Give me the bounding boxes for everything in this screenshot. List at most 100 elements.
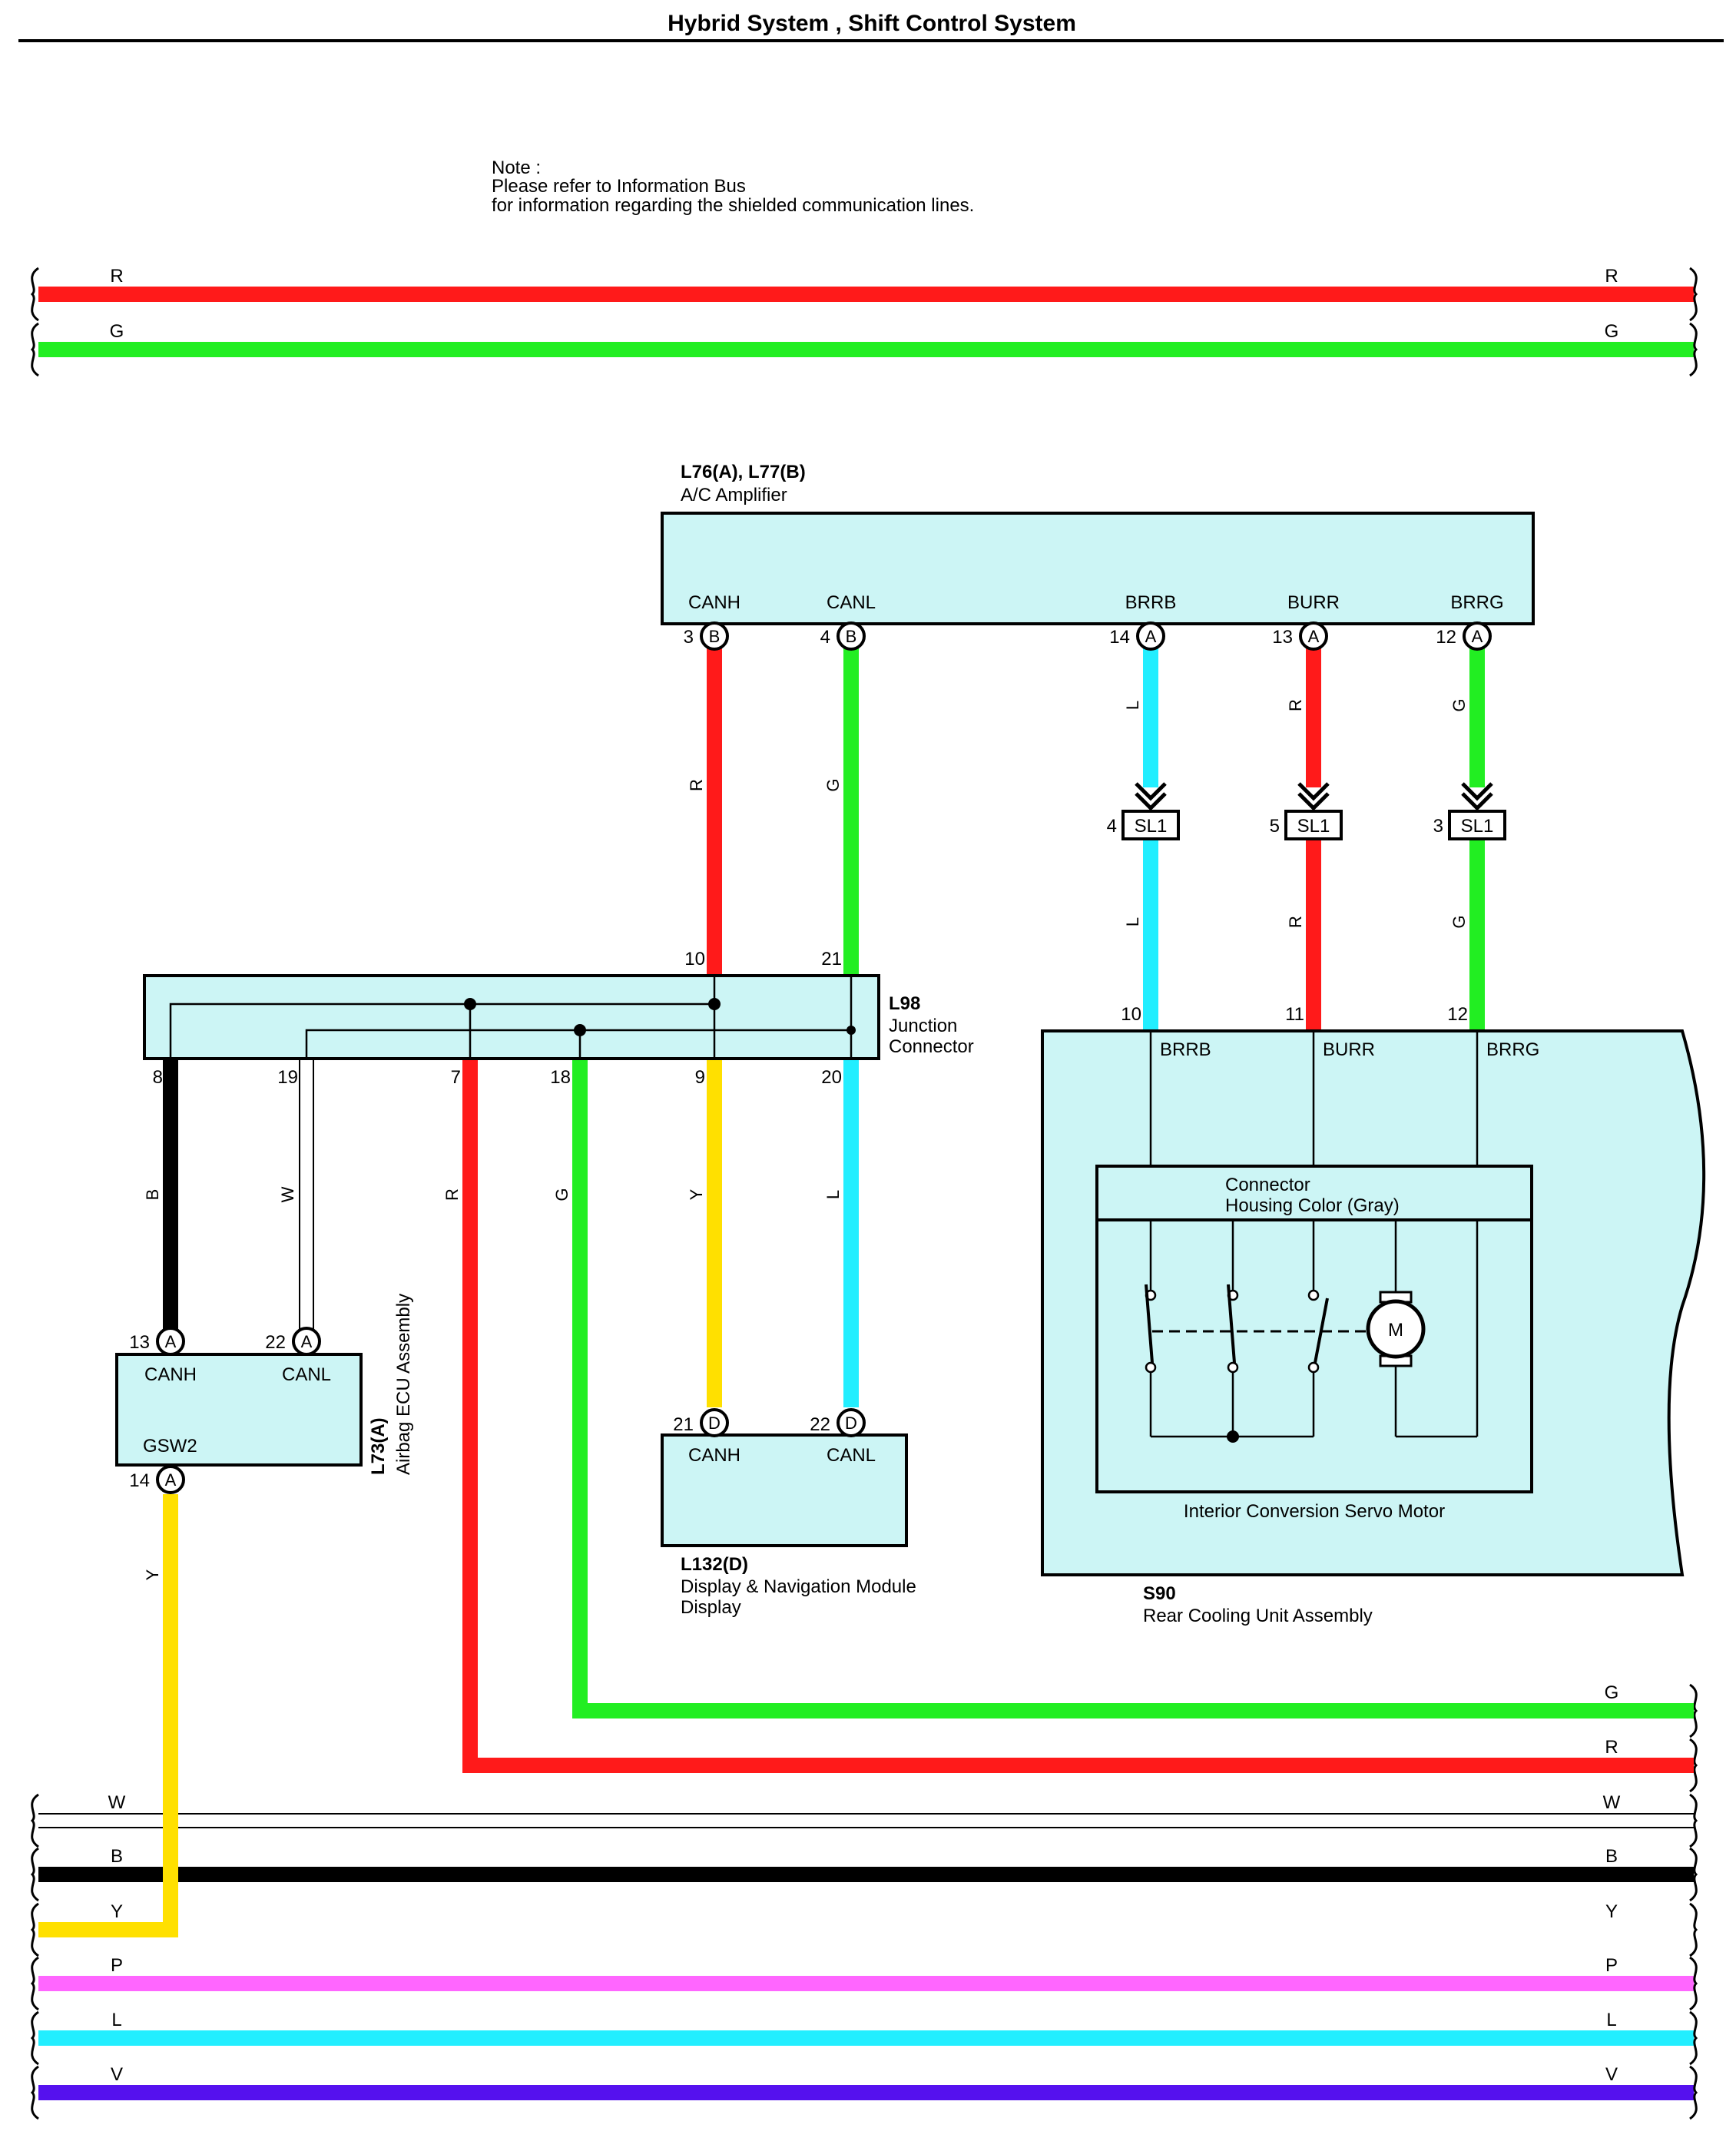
wire-y-airbag-bus	[38, 1494, 178, 1937]
bus-code-right: P	[1605, 1955, 1618, 1976]
terminal-label: BURR	[1287, 592, 1340, 613]
pin-number: 20	[821, 1067, 842, 1088]
junction-path-canh	[169, 976, 716, 1059]
connector-code: D	[845, 1414, 857, 1433]
sl1-label: SL1	[1135, 816, 1168, 837]
bus-code-left: W	[108, 1792, 126, 1813]
pin-number: 4	[820, 627, 830, 648]
airbag-ecu: 13 A CANH 22 A CANL GSW2 14 A L73(A) Air…	[115, 1294, 414, 1494]
terminal-label: CANH	[688, 1445, 740, 1466]
housing-label: Housing Color (Gray)	[1225, 1195, 1400, 1216]
bus-line-g: G	[1605, 1682, 1698, 1738]
junction-connector: 10 21 8 19 7 18 9 20 L98 Junction Connec…	[143, 949, 974, 1088]
wire-codes: R G L R G L R G B W R G Y L Y	[143, 698, 1469, 1580]
bus-break-mark	[30, 1847, 39, 1902]
pin-number: 14	[1109, 627, 1130, 648]
page-title: Hybrid System , Shift Control System	[668, 11, 1076, 36]
chevron-down-icon	[1135, 792, 1167, 811]
bus-code-right: V	[1605, 2064, 1618, 2085]
connector-code: B	[709, 627, 721, 646]
bus-code-right: L	[1606, 2010, 1616, 2030]
sl1-block-burr: SL1 5	[1270, 782, 1343, 840]
airbag-ecu-ref: L73(A)	[368, 1417, 389, 1475]
bus-code-right: G	[1605, 321, 1619, 342]
connector-mark	[292, 1327, 321, 1356]
ac-amplifier-terminal-canl: CANL 4 B	[820, 592, 876, 651]
wire-r-junction-bus	[462, 1059, 1694, 1773]
connector-mark	[156, 1327, 185, 1356]
bus-code-left: L	[111, 2010, 121, 2030]
connector-code: A	[1308, 627, 1320, 646]
ac-amplifier-box	[661, 512, 1535, 625]
chevron-down-icon	[1461, 782, 1493, 801]
connector-mark	[837, 1408, 866, 1437]
terminal-label: BRRG	[1450, 592, 1503, 613]
ac-amplifier-terminal-burr: BURR 13 A	[1272, 592, 1340, 651]
airbag-ecu-terminal-canh: 13 A CANH	[129, 1327, 197, 1385]
terminal-label: CANL	[282, 1364, 331, 1385]
pin-number: 3	[684, 627, 694, 648]
pin-number: 21	[673, 1414, 694, 1435]
bus-line-r: R	[1605, 1737, 1698, 1793]
chevron-down-icon	[1135, 782, 1167, 801]
bus-break-mark	[30, 267, 39, 322]
connector-mark	[1136, 621, 1165, 651]
ac-amplifier-terminal-canh: CANH 3 B	[684, 592, 740, 651]
terminal-label: BURR	[1323, 1039, 1375, 1060]
pin-number: 4	[1107, 816, 1117, 837]
wire-code: R	[1286, 916, 1305, 928]
terminal-label: CANH	[144, 1364, 197, 1385]
note-line-2: Please refer to Information Bus	[492, 176, 746, 197]
terminal-label: BRRB	[1125, 592, 1177, 613]
display-module: 21 D CANH 22 D CANL L132(D) Display & Na…	[661, 1408, 916, 1618]
ac-amplifier-terminal-brrg: BRRG 12 A	[1436, 592, 1504, 651]
sl1-label: SL1	[1297, 816, 1330, 837]
pin-number: 11	[1285, 1004, 1304, 1025]
junction-connector-name: Connector	[889, 1036, 974, 1057]
wire-code: L	[1123, 917, 1142, 926]
junction-dot	[846, 1026, 856, 1035]
junction-connector-box	[143, 974, 880, 1060]
pin-number: 19	[277, 1067, 298, 1088]
wire-code: Y	[687, 1188, 706, 1200]
bus-code-right: Y	[1605, 1901, 1618, 1922]
bus-break-mark	[30, 1793, 39, 1848]
airbag-ecu-terminal-gsw2: GSW2 14 A	[129, 1436, 197, 1494]
junction-dot	[464, 998, 476, 1010]
wire-code: G	[823, 778, 843, 791]
note-line-3: for information regarding the shielded c…	[492, 195, 974, 216]
airbag-ecu-terminal-canl: 22 A CANL	[265, 1327, 331, 1385]
wire-code: Y	[143, 1569, 162, 1580]
pin-number: 12	[1436, 627, 1456, 648]
terminal-label: GSW2	[143, 1436, 197, 1457]
pin-number: 21	[821, 949, 842, 969]
bus-code-right: R	[1605, 266, 1618, 287]
bus-code-left: V	[111, 2064, 123, 2085]
display-module-box	[661, 1433, 908, 1547]
pin-number: 22	[265, 1332, 286, 1353]
bus-break-mark	[30, 2065, 39, 2120]
connector-code: A	[165, 1332, 177, 1351]
wire-code: W	[278, 1186, 297, 1202]
connector-mark	[837, 621, 866, 651]
motor-symbol: M	[1388, 1320, 1403, 1341]
bus-code-right: G	[1605, 1682, 1619, 1703]
pin-number: 13	[129, 1332, 150, 1353]
wire-code: G	[1449, 698, 1469, 711]
bus-break-mark	[1689, 322, 1698, 377]
wire-w-junction-airbag	[299, 1059, 314, 1329]
pin-number: 13	[1272, 627, 1293, 648]
chevron-down-icon	[1461, 792, 1493, 811]
sl1-box	[1121, 810, 1180, 840]
servo-motor-name: Interior Conversion Servo Motor	[1184, 1501, 1445, 1522]
terminal-label: BRRG	[1486, 1039, 1539, 1060]
bus-break-mark	[30, 1956, 39, 2011]
sl1-box	[1284, 810, 1343, 840]
bus-code-left: R	[110, 266, 123, 287]
